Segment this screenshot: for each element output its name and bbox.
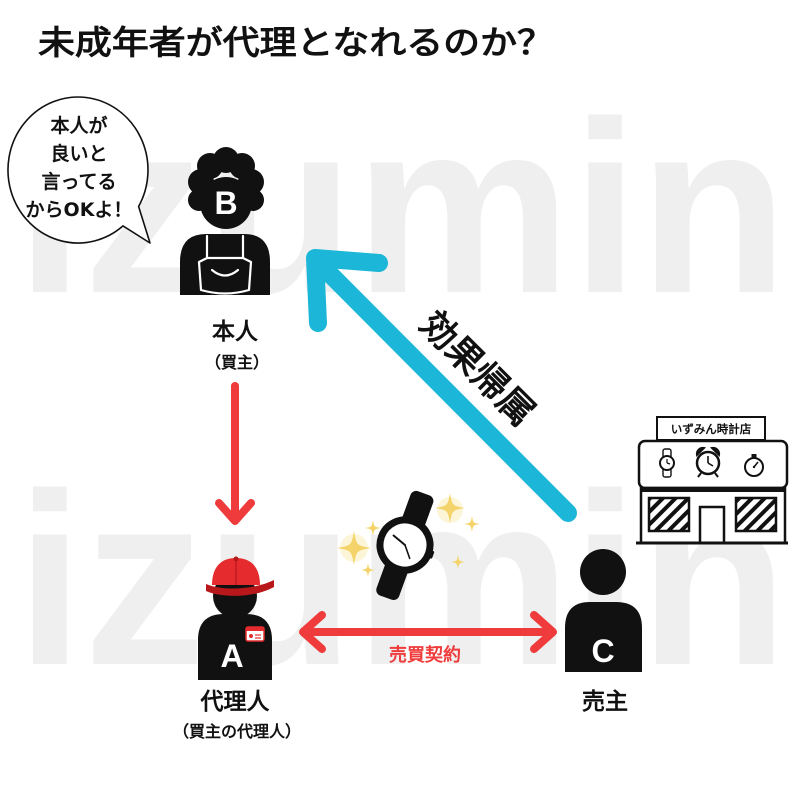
stopwatch-icon [744,454,764,477]
shop-window-left [647,496,691,533]
wristwatch-icon [659,448,675,478]
sparkles [337,493,480,577]
shop-band [641,487,785,492]
principal-person: B [180,147,270,295]
contract-arrow [299,611,557,653]
speech-bubble-line-3: 言ってる [41,170,116,193]
curly-hair-icon [188,147,264,229]
seller-letter: C [591,633,614,669]
seller-label: 売主 [582,689,628,715]
speech-bubble-shape [7,96,151,244]
speech-bubble: 本人が 良いと 言ってる からOKよ！ [7,96,151,244]
principal-sublabel: （買主） [205,353,269,372]
agent-letter: A [220,638,243,674]
contract-label: 売買契約 [389,644,461,666]
principal-body [180,234,270,295]
principal-label: 本人 [212,319,259,345]
speech-bubble-line-2: 良いと [50,142,107,165]
shop-sign: いずみん時計店 [671,422,752,436]
agent-sublabel: （買主の代理人） [173,722,301,741]
watch-shop: いずみん時計店 [636,416,789,545]
shop-sign-board [656,416,766,441]
authorization-arrow [215,382,255,525]
agent-person: A [198,556,274,680]
shop-door [698,505,726,545]
principal-letter: B [214,185,237,221]
agent-label: 代理人 [200,689,271,715]
red-cap-icon [206,556,274,596]
effect-attribution-arrow [306,249,577,522]
seller-body [565,602,642,672]
page-title: 未成年者が代理となれるのか？ [38,23,554,62]
speech-bubble-line-4: からOKよ！ [26,199,133,221]
seller-head [580,549,626,595]
speech-bubble-line-1: 本人が [50,114,107,137]
shop-window-right [734,496,778,533]
apron-icon [197,234,253,295]
name-badge-icon [245,626,265,642]
seller-person: C [565,549,642,672]
watermark-top: izumin [16,70,788,344]
wristwatch-icon [376,490,435,601]
alarm-clock-icon [695,446,721,478]
